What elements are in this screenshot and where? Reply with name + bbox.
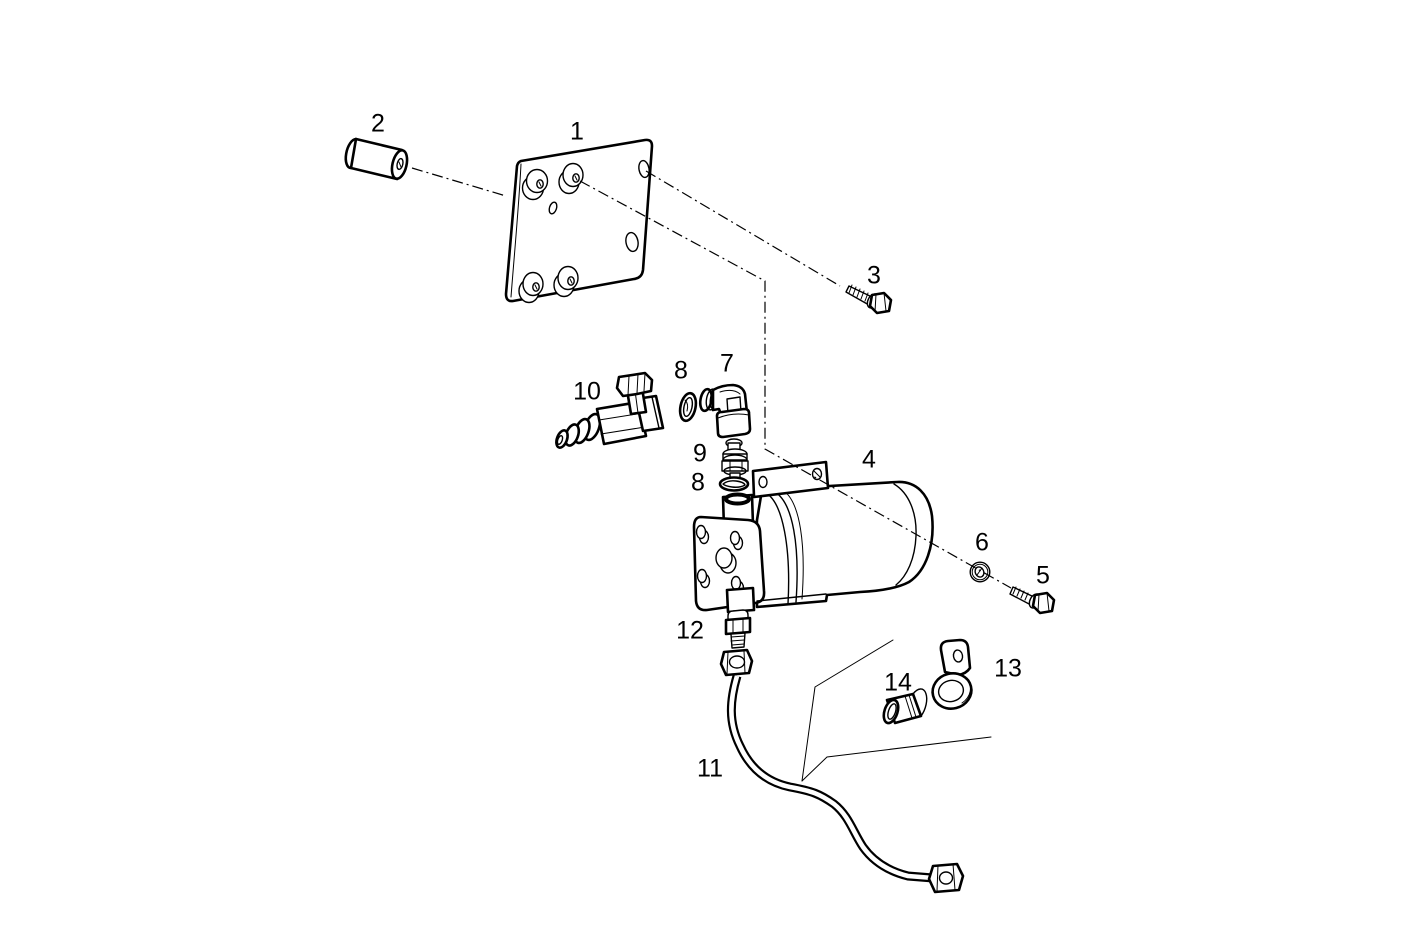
part-seal-ring-upper xyxy=(678,391,698,423)
part-hex-bolt-lower xyxy=(1009,586,1056,615)
part-spacer-bushing xyxy=(344,137,409,181)
part-sleeve xyxy=(882,688,928,725)
part-mounting-plate xyxy=(504,138,654,304)
part-hex-bolt-upper xyxy=(845,284,893,315)
part-hose-union xyxy=(724,609,752,649)
part-washer xyxy=(969,561,991,583)
part-drain-valve xyxy=(555,371,665,449)
plate-boss-top-left xyxy=(521,168,549,201)
part-elbow-fitting xyxy=(698,383,752,439)
part-union-fitting xyxy=(721,438,749,479)
part-flexible-hose xyxy=(719,648,965,894)
plate-boss-bottom-right xyxy=(553,265,579,298)
assembly-axis-lines xyxy=(411,167,1012,589)
hose-upper-nut xyxy=(719,648,754,677)
part-pump-assembly xyxy=(692,460,934,614)
plate-boss-top-right xyxy=(558,162,584,195)
leader-lines xyxy=(801,639,992,782)
plate-boss-bottom-left xyxy=(518,271,544,304)
part-clamp xyxy=(931,638,973,710)
part-seal-ring-lower xyxy=(718,476,750,492)
hose-end-nut xyxy=(927,862,965,894)
